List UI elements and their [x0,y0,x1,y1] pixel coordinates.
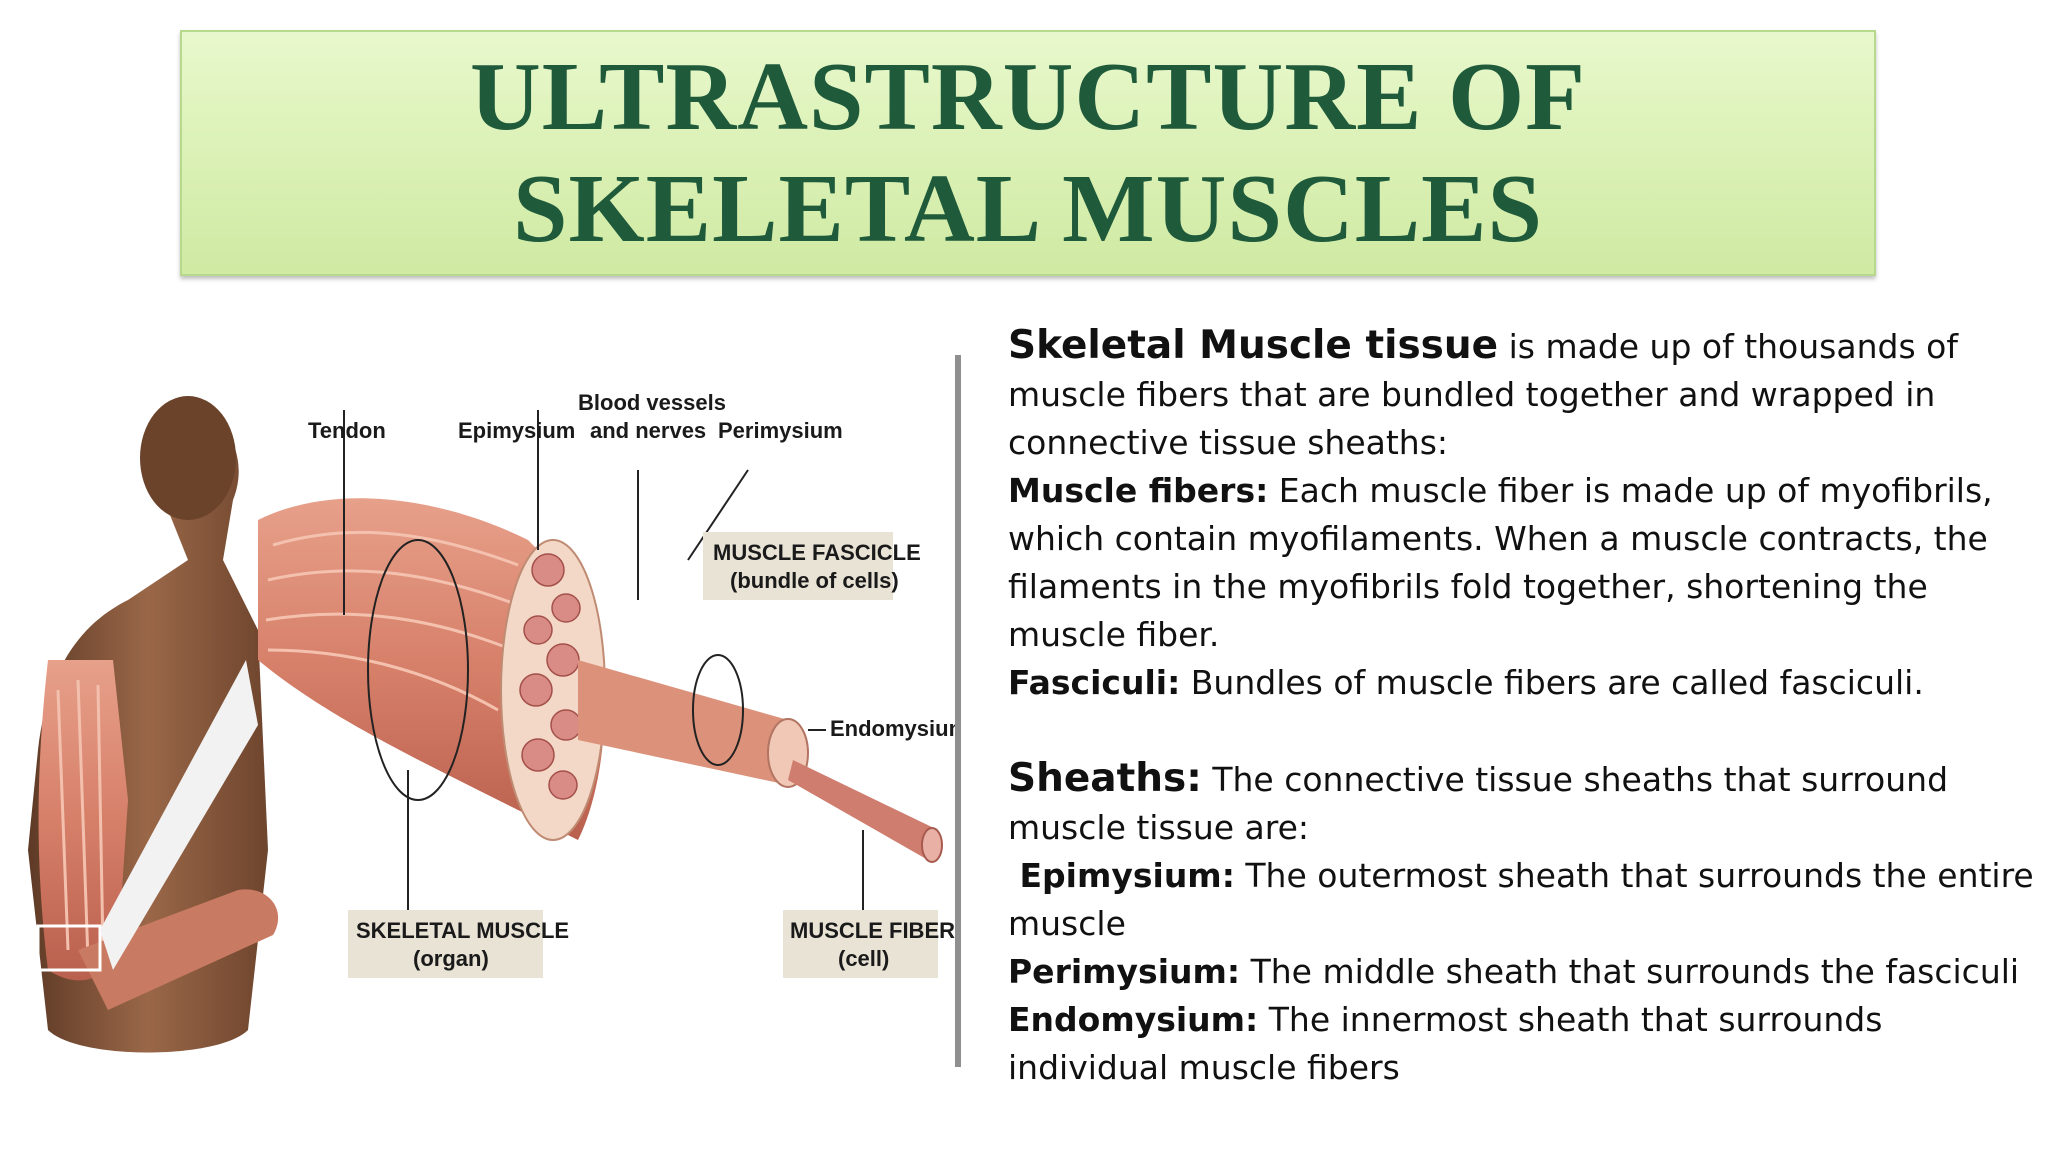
term-skeletal-muscle-tissue: Skeletal Muscle tissue [1008,323,1499,368]
label-fascicle-1: MUSCLE FASCICLE [713,540,921,565]
paragraph-endomysium: Endomysium: The innermost sheath that su… [1008,996,2038,1092]
term-perimysium: Perimysium: [1008,952,1241,991]
paragraph-sheaths: Sheaths: The connective tissue sheaths t… [1008,755,2038,852]
title-banner: ULTRASTRUCTURE OF SKELETAL MUSCLES [180,30,1876,276]
text-muscle-fibers: Each muscle fiber is made up of myofibri… [1008,471,1993,654]
label-fiber-2: (cell) [838,946,889,971]
term-muscle-fibers: Muscle fibers: [1008,471,1269,510]
label-fiber-1: MUSCLE FIBER [790,918,955,943]
label-skeletal-1: SKELETAL MUSCLE [356,918,569,943]
fascicle-label-box [703,532,893,600]
term-epimysium: Epimysium: [1008,856,1235,895]
text-skeletal-muscle-tissue: is made up of thousands of muscle fibers… [1008,327,1958,462]
label-skeletal-2: (organ) [413,946,489,971]
man-illustration [28,396,279,1053]
text-endomysium: The innermost sheath that surrounds indi… [1008,1000,1883,1087]
paragraph-epimysium: Epimysium: The outermost sheath that sur… [1008,852,2038,948]
text-epimysium: The outermost sheath that surrounds the … [1008,856,2034,943]
text-fasciculi: Bundles of muscle fibers are called fasc… [1180,663,1924,702]
label-epimysium: Epimysium [458,418,575,443]
text-perimysium: The middle sheath that surrounds the fas… [1240,952,2020,991]
label-blood-vessels-2: and nerves [590,418,706,443]
text-sheaths: The connective tissue sheaths that surro… [1008,760,1949,847]
term-endomysium: Endomysium: [1008,1000,1259,1039]
label-fascicle-2: (bundle of cells) [730,568,899,593]
fiber-label-box [783,910,938,978]
skeletal-label-box [348,910,543,978]
label-tendon: Tendon [308,418,386,443]
muscle-anatomy-figure: Tendon Epimysium Blood vessels and nerve… [18,330,968,1070]
label-endomysium: Endomysium [830,716,958,741]
paragraph-muscle-fibers: Muscle fibers: Each muscle fiber is made… [1008,467,2038,659]
paragraph-fasciculi: Fasciculi: Bundles of muscle fibers are … [1008,659,2038,707]
paragraph-perimysium: Perimysium: The middle sheath that surro… [1008,948,2038,996]
label-perimysium: Perimysium [718,418,843,443]
body-text: Skeletal Muscle tissue is made up of tho… [1008,322,2038,1092]
vertical-divider [955,355,961,1067]
title-line-2: SKELETAL MUSCLES [513,155,1543,263]
term-sheaths: Sheaths: [1008,756,1202,801]
title-line-1: ULTRASTRUCTURE OF [469,43,1587,151]
label-blood-vessels-1: Blood vessels [578,390,726,415]
paragraph-skeletal-muscle-tissue: Skeletal Muscle tissue is made up of tho… [1008,322,2038,467]
term-fasciculi: Fasciculi: [1008,663,1181,702]
